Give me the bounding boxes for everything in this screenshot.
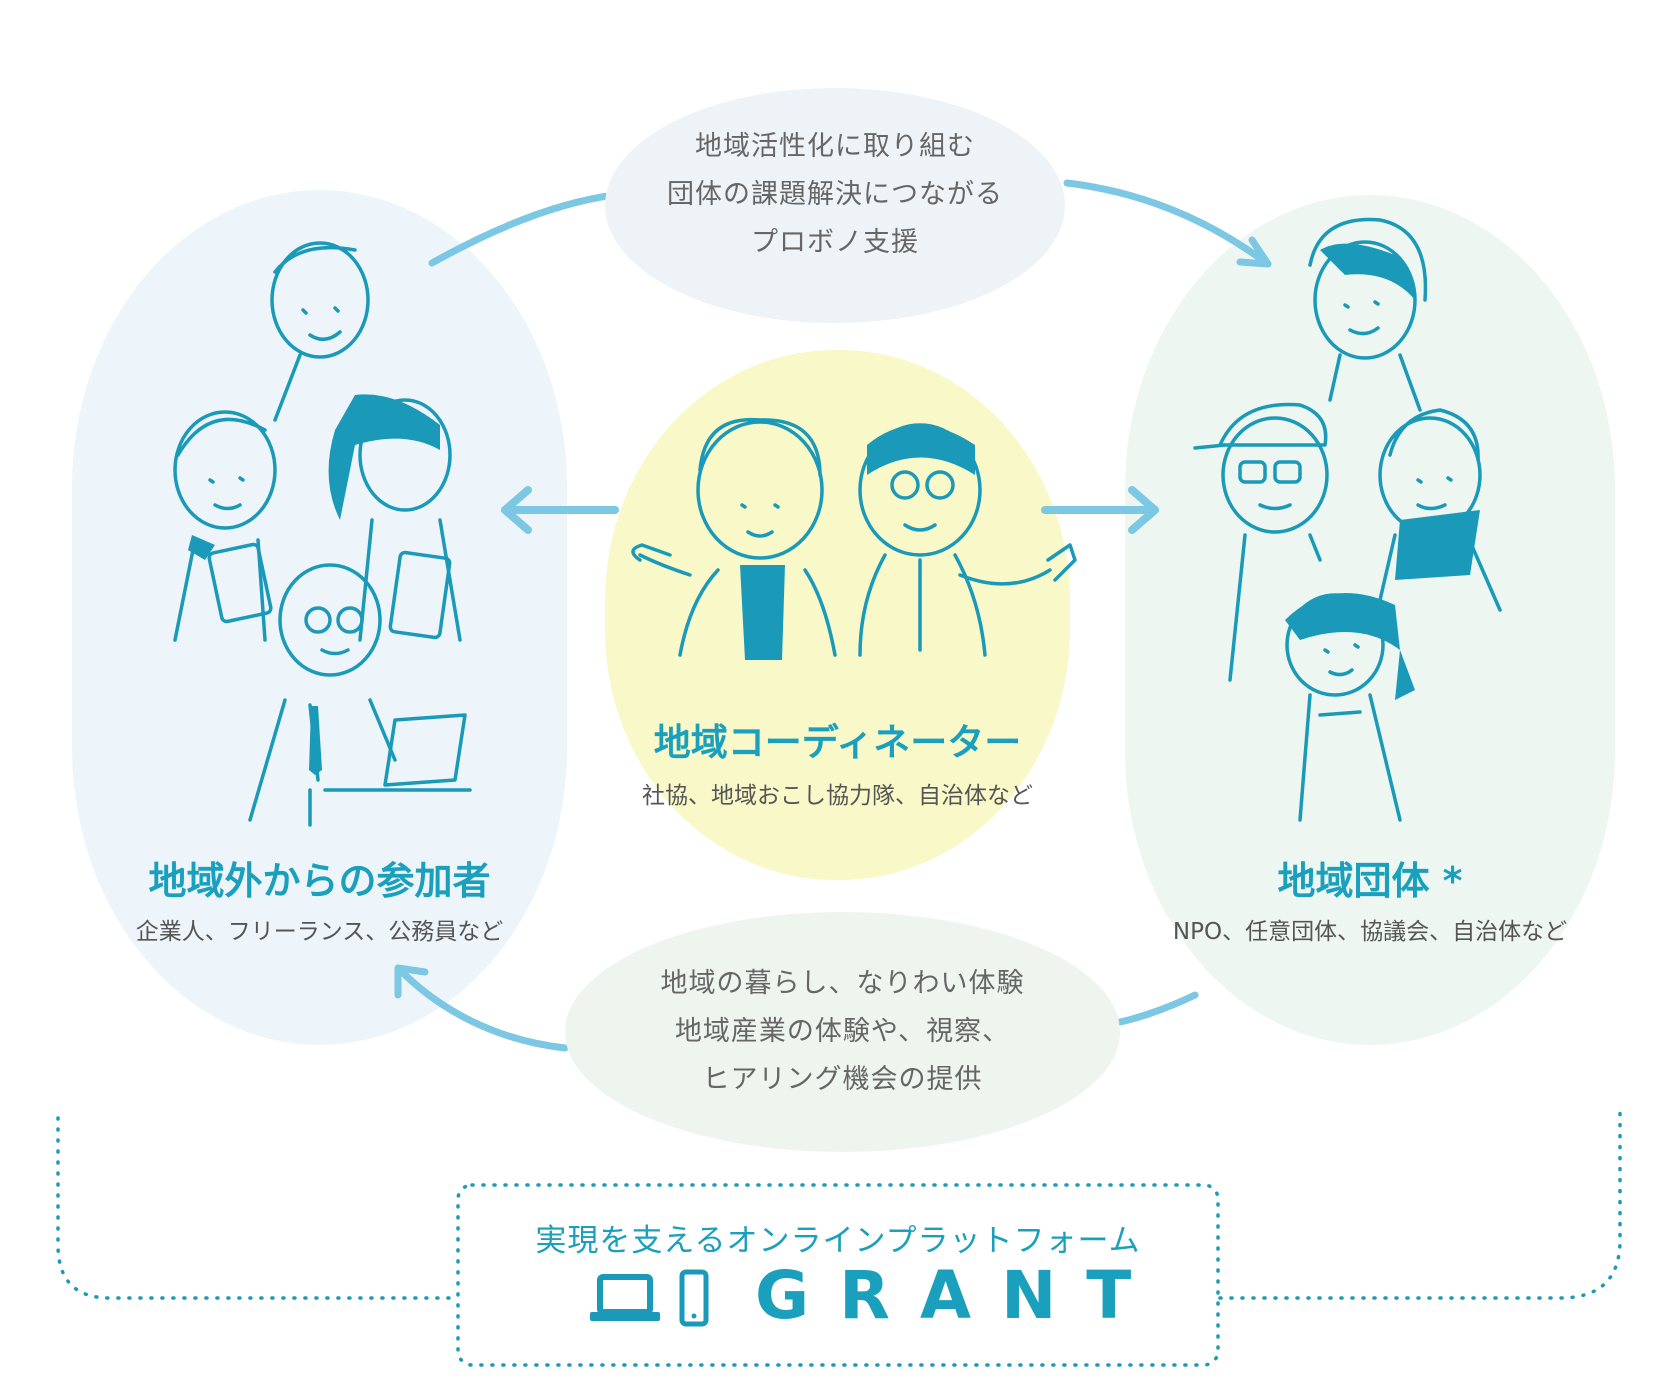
right-group-title: 地域団体 * bbox=[1277, 859, 1463, 903]
bottom-bubble-line-3: ヒアリング機会の提供 bbox=[702, 1064, 983, 1095]
bottom-bubble-line-2: 地域産業の体験や、視察、 bbox=[674, 1016, 1011, 1047]
person-head bbox=[858, 423, 982, 557]
top-bubble-line-2: 団体の課題解決につながる bbox=[667, 179, 1003, 210]
person-head bbox=[696, 420, 824, 560]
top-bubble-line-3: プロボノ支援 bbox=[751, 227, 919, 258]
arrow-to-right-group-head bbox=[1128, 486, 1159, 534]
bottom-bubble bbox=[565, 912, 1120, 1152]
platform-caption: 実現を支えるオンラインプラットフォーム bbox=[535, 1223, 1141, 1259]
person-head bbox=[278, 563, 382, 677]
top-arc-arrow bbox=[428, 191, 619, 267]
bottom-arc-arrow-right bbox=[1116, 991, 1199, 1026]
platform-logo: GRANT bbox=[755, 1257, 1162, 1334]
top-bubble-text: 地域活性化に取り組む 団体の課題解決につながる プロボノ支援 bbox=[605, 123, 1065, 267]
person-head bbox=[270, 241, 370, 359]
arrow-to-left-group-head bbox=[501, 486, 532, 534]
center-group-subtitle: 社協、地域おこし協力隊、自治体など bbox=[642, 783, 1033, 809]
person-head bbox=[1221, 416, 1329, 534]
top-bubble-line-1: 地域活性化に取り組む bbox=[695, 131, 975, 162]
center-group-title: 地域コーディネーター bbox=[653, 721, 1022, 764]
bottom-bubble-text: 地域の暮らし、なりわい体験 地域産業の体験や、視察、 ヒアリング機会の提供 bbox=[565, 960, 1120, 1104]
left-group-title: 地域外からの参加者 bbox=[148, 859, 491, 903]
top-arrowhead bbox=[1236, 236, 1272, 268]
bottom-arrowhead bbox=[394, 964, 429, 999]
person-head bbox=[358, 398, 452, 512]
person-head bbox=[173, 410, 277, 530]
left-group-background bbox=[72, 190, 567, 1045]
left-group-subtitle: 企業人、フリーランス、公務員など bbox=[135, 919, 504, 945]
bottom-bubble-line-1: 地域の暮らし、なりわい体験 bbox=[660, 968, 1025, 999]
platform-bracket bbox=[56, 1103, 1622, 1300]
top-bubble bbox=[605, 88, 1065, 323]
center-group-background bbox=[605, 350, 1070, 880]
right-group-subtitle: NPO、任意団体、協議会、自治体など bbox=[1172, 919, 1568, 945]
laptop-icon bbox=[590, 1274, 660, 1321]
top-arc-arrow-right bbox=[1063, 179, 1269, 266]
smartphone-icon bbox=[679, 1269, 709, 1327]
bottom-arc-arrow-left bbox=[396, 966, 569, 1052]
